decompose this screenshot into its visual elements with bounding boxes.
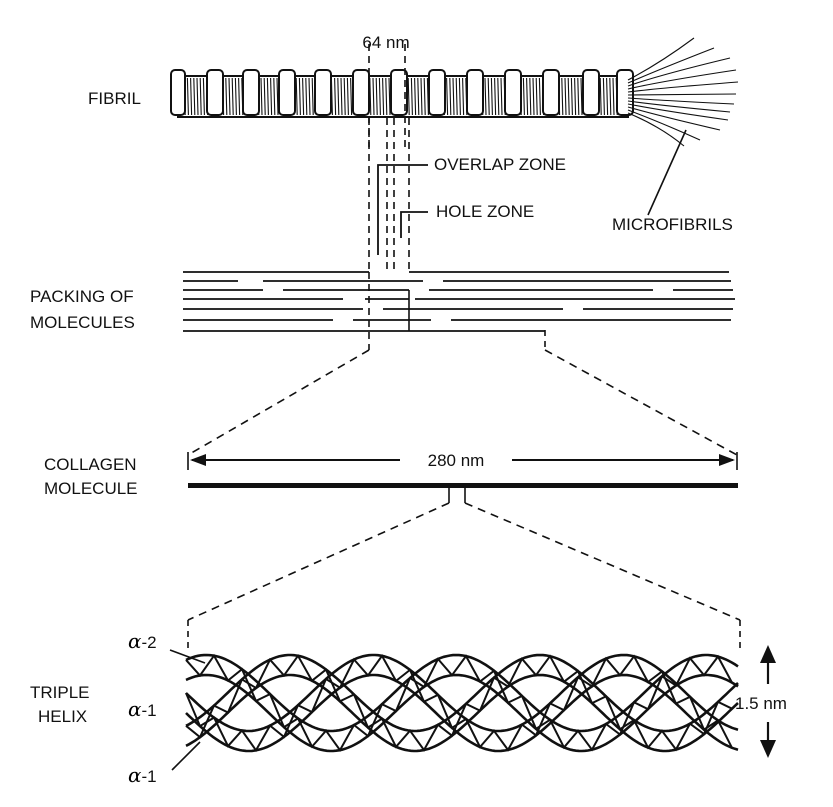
helix-chain-edge — [185, 653, 739, 733]
fibril-band — [206, 69, 224, 116]
microfibrils-leader — [647, 129, 687, 216]
diameter-arrowhead-top — [760, 645, 776, 663]
alpha1-upper-symbol: α — [128, 697, 142, 721]
alpha1-upper-label: α-1 — [128, 697, 157, 721]
helix-chain-zigzag — [185, 653, 733, 752]
helix-chain-3 — [185, 653, 739, 753]
triple-label-line2: HELIX — [38, 707, 87, 726]
microfibril-strand — [627, 69, 737, 90]
microfibril-strand — [627, 57, 731, 87]
overlap-zone-label: OVERLAP ZONE — [434, 155, 566, 174]
alpha1-lower-leader — [171, 741, 201, 771]
microfibril-strand — [627, 81, 739, 93]
helix-chain-edge — [185, 673, 739, 753]
svg-text:α-1: α-1 — [128, 697, 157, 721]
microfibril-strand — [627, 109, 701, 141]
packing-label-line2: MOLECULES — [30, 313, 135, 332]
microfibrils-label: MICROFIBRILS — [612, 215, 733, 234]
length-arrowhead-left — [190, 454, 206, 466]
zoom1-left — [187, 349, 370, 456]
diameter-arrowhead-bottom — [760, 740, 776, 758]
zoom2-left — [187, 502, 450, 621]
microfibril-strand — [627, 47, 715, 84]
fibril-band — [542, 69, 560, 116]
microfibril-strand — [627, 93, 737, 96]
molecule-packing — [183, 271, 735, 350]
collagen-label-line1: COLLAGEN — [44, 455, 137, 474]
microfibril-strand — [627, 100, 731, 113]
helix-chain-zigzag — [185, 654, 733, 753]
fibril-band — [428, 69, 446, 116]
zoom2-right — [464, 502, 741, 621]
molecule-rod — [188, 483, 738, 488]
microfibril-strand — [627, 103, 729, 121]
svg-text:α-1: α-1 — [128, 763, 157, 787]
length-arrowhead-right — [719, 454, 735, 466]
hole-zone-leader — [400, 211, 428, 238]
overlap-zone-leader — [377, 164, 428, 255]
fibril-band — [170, 69, 186, 116]
alpha1-upper-suffix: -1 — [142, 701, 157, 720]
microfibril-strand — [627, 97, 735, 105]
fibril-band — [314, 69, 332, 116]
zoom-molecule-to-helix — [187, 502, 741, 650]
alpha2-leader — [169, 649, 206, 664]
zoom-packing-to-molecule — [187, 330, 738, 456]
hole-zone-label: HOLE ZONE — [436, 202, 534, 221]
zoom1-right — [544, 349, 738, 456]
helix-chain-edge — [185, 673, 739, 753]
alpha2-label: α-2 — [128, 629, 206, 664]
diameter-label: 1.5 nm — [735, 694, 787, 713]
fibril — [170, 37, 739, 147]
alpha2-symbol: α — [128, 629, 142, 653]
alpha1-lower-label: α-1 — [128, 741, 201, 787]
triple-label-line1: TRIPLE — [30, 683, 90, 702]
microfibril-strands — [627, 37, 739, 147]
period-label: 64 nm — [362, 33, 409, 52]
fibril-band — [242, 69, 260, 116]
helix-chain-edge — [185, 653, 739, 733]
collagen-molecule: 280 nm — [187, 451, 738, 503]
microfibril-strand — [627, 37, 695, 81]
fibril-band — [504, 69, 522, 116]
alpha1-lower-symbol: α — [128, 763, 142, 787]
fibril-band — [466, 69, 484, 116]
alpha2-suffix: -2 — [142, 633, 157, 652]
zone-leaders — [368, 118, 428, 272]
length-label: 280 nm — [428, 451, 485, 470]
triple-helix — [185, 653, 739, 753]
fibril-bands — [170, 69, 634, 116]
diameter-indicator: 1.5 nm — [735, 645, 787, 758]
fibril-label: FIBRIL — [88, 89, 141, 108]
fibril-band — [352, 69, 370, 116]
microfibril-strand — [627, 106, 721, 131]
fibril-band — [390, 69, 408, 116]
svg-text:α-2: α-2 — [128, 629, 157, 653]
fibril-band — [278, 69, 296, 116]
packing-label-line1: PACKING OF — [30, 287, 134, 306]
fibril-band — [582, 69, 600, 116]
helix-chain-2 — [185, 653, 739, 753]
helix-chain-zigzag — [185, 653, 733, 752]
microfibril-strand — [627, 112, 685, 147]
collagen-label-line2: MOLECULE — [44, 479, 138, 498]
alpha1-lower-suffix: -1 — [142, 767, 157, 786]
packing-rows — [183, 271, 735, 332]
helix-chain-edge — [185, 673, 739, 753]
